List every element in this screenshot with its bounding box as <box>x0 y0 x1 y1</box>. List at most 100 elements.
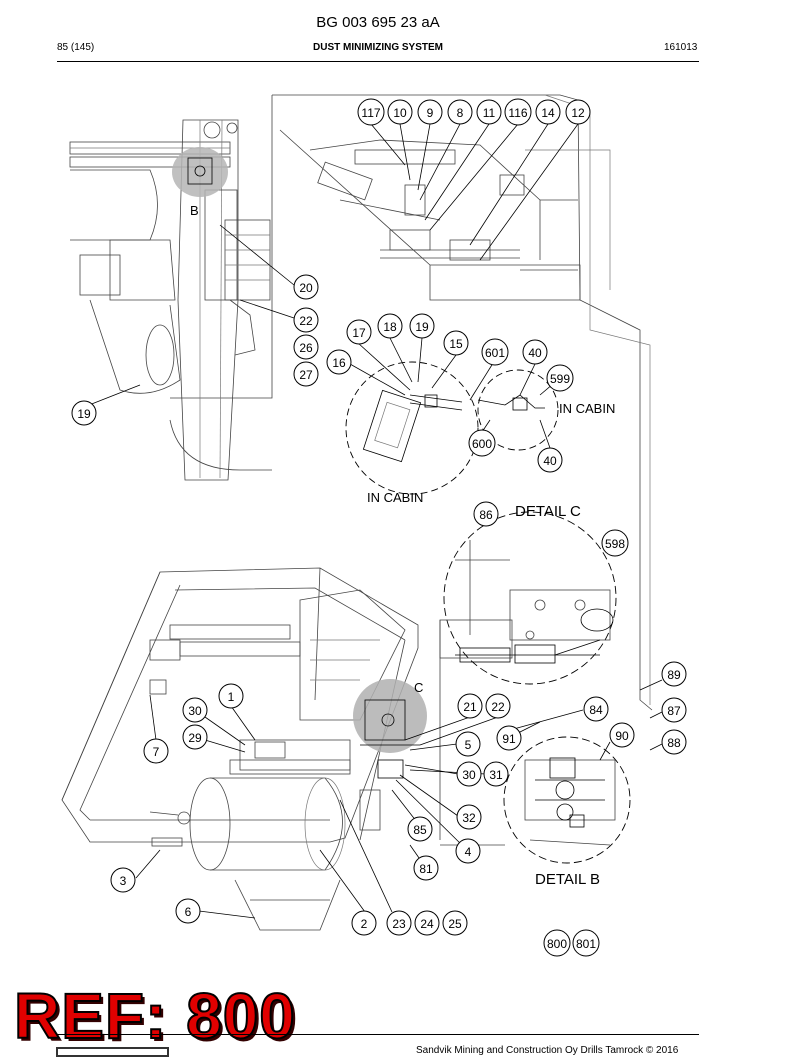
callout-number: 25 <box>448 917 462 931</box>
callout-600: 600 <box>468 429 496 457</box>
in-cabin-detail <box>345 361 559 495</box>
callout-86: 86 <box>473 501 499 527</box>
callout-number: 32 <box>462 811 476 825</box>
callout-number: 6 <box>185 905 192 919</box>
callout-31: 31 <box>483 761 509 787</box>
callout-number: 17 <box>352 326 366 340</box>
callout-number: 30 <box>188 704 202 718</box>
callout-number: 11 <box>483 106 496 120</box>
callout-7: 7 <box>143 738 169 764</box>
callout-number: 26 <box>299 341 313 355</box>
document-date: 161013 <box>664 42 698 53</box>
callout-85: 85 <box>407 816 433 842</box>
callout-number: 23 <box>392 917 406 931</box>
callout-30: 30 <box>182 697 208 723</box>
label-in-cabin-right: IN CABIN <box>559 401 615 416</box>
callout-19: 19 <box>71 400 97 426</box>
callout-number: 31 <box>489 768 503 782</box>
callout-number: 90 <box>615 729 629 743</box>
callout-number: 801 <box>576 937 596 951</box>
callout-26: 26 <box>293 334 319 360</box>
callout-number: 85 <box>413 823 427 837</box>
callout-1: 1 <box>218 683 244 709</box>
callout-number: 24 <box>420 917 434 931</box>
callout-84: 84 <box>583 696 609 722</box>
callout-number: 599 <box>550 372 570 386</box>
callout-number: 10 <box>393 106 407 120</box>
callout-16: 16 <box>326 349 352 375</box>
label-b: B <box>190 203 199 218</box>
label-detail-b: DETAIL B <box>535 871 600 888</box>
callout-number: 9 <box>427 106 434 120</box>
callout-11: 11 <box>476 99 502 125</box>
callout-10: 10 <box>387 99 413 125</box>
page-number: 85 (145) <box>57 42 95 53</box>
ref-stamp: REF: 800 <box>13 980 296 1052</box>
callout-number: 27 <box>299 368 313 382</box>
callout-40: 40 <box>537 447 563 473</box>
callout-number: 91 <box>502 732 516 746</box>
header-divider <box>57 61 699 62</box>
callout-number: 601 <box>485 346 505 360</box>
callout-number: 87 <box>667 704 681 718</box>
callout-18: 18 <box>377 313 403 339</box>
callout-number: 2 <box>361 917 368 931</box>
callout-29: 29 <box>182 724 208 750</box>
callout-number: 14 <box>541 106 555 120</box>
callout-116: 116 <box>504 98 532 126</box>
callout-number: 1 <box>228 690 235 704</box>
callout-number: 3 <box>120 874 127 888</box>
callout-40: 40 <box>522 339 548 365</box>
callout-number: 7 <box>153 745 160 759</box>
callout-30: 30 <box>456 761 482 787</box>
callout-23: 23 <box>386 910 412 936</box>
label-in-cabin-left: IN CABIN <box>367 490 423 505</box>
callout-number: 88 <box>667 736 681 750</box>
callout-number: 84 <box>589 703 603 717</box>
callout-32: 32 <box>456 804 482 830</box>
callout-598: 598 <box>601 529 629 557</box>
callout-801: 801 <box>572 929 600 957</box>
callout-88: 88 <box>661 729 687 755</box>
detail-c-view <box>443 511 617 685</box>
callout-12: 12 <box>565 99 591 125</box>
document-code: BG 003 695 23 aA <box>316 14 440 31</box>
callout-number: 86 <box>479 508 493 522</box>
callout-number: 30 <box>462 768 476 782</box>
callout-number: 89 <box>667 668 681 682</box>
label-c: C <box>414 680 423 695</box>
callout-number: 22 <box>299 314 313 328</box>
callout-number: 40 <box>543 454 557 468</box>
callout-22: 22 <box>485 693 511 719</box>
callout-number: 600 <box>472 437 492 451</box>
callout-number: 116 <box>508 106 527 120</box>
callout-number: 5 <box>465 738 472 752</box>
callout-91: 91 <box>496 725 522 751</box>
callout-3: 3 <box>110 867 136 893</box>
callout-19: 19 <box>409 313 435 339</box>
lower-assembly <box>61 567 427 931</box>
callout-4: 4 <box>455 838 481 864</box>
callout-117: 117 <box>357 98 385 126</box>
callout-number: 40 <box>528 346 542 360</box>
callout-800: 800 <box>543 929 571 957</box>
callout-number: 15 <box>449 337 463 351</box>
callout-15: 15 <box>443 330 469 356</box>
callout-number: 800 <box>547 937 567 951</box>
callout-number: 19 <box>415 320 429 334</box>
callout-5: 5 <box>455 731 481 757</box>
callout-17: 17 <box>346 319 372 345</box>
company-logo <box>56 1047 169 1057</box>
section-title: DUST MINIMIZING SYSTEM <box>313 42 443 53</box>
callout-20: 20 <box>293 274 319 300</box>
upper-left-assembly <box>69 95 273 481</box>
callout-90: 90 <box>609 722 635 748</box>
callout-27: 27 <box>293 361 319 387</box>
callout-81: 81 <box>413 855 439 881</box>
callout-601: 601 <box>481 338 509 366</box>
callout-number: 4 <box>465 845 472 859</box>
label-detail-c: DETAIL C <box>515 503 581 520</box>
callout-number: 21 <box>463 700 477 714</box>
callout-89: 89 <box>661 661 687 687</box>
callout-25: 25 <box>442 910 468 936</box>
